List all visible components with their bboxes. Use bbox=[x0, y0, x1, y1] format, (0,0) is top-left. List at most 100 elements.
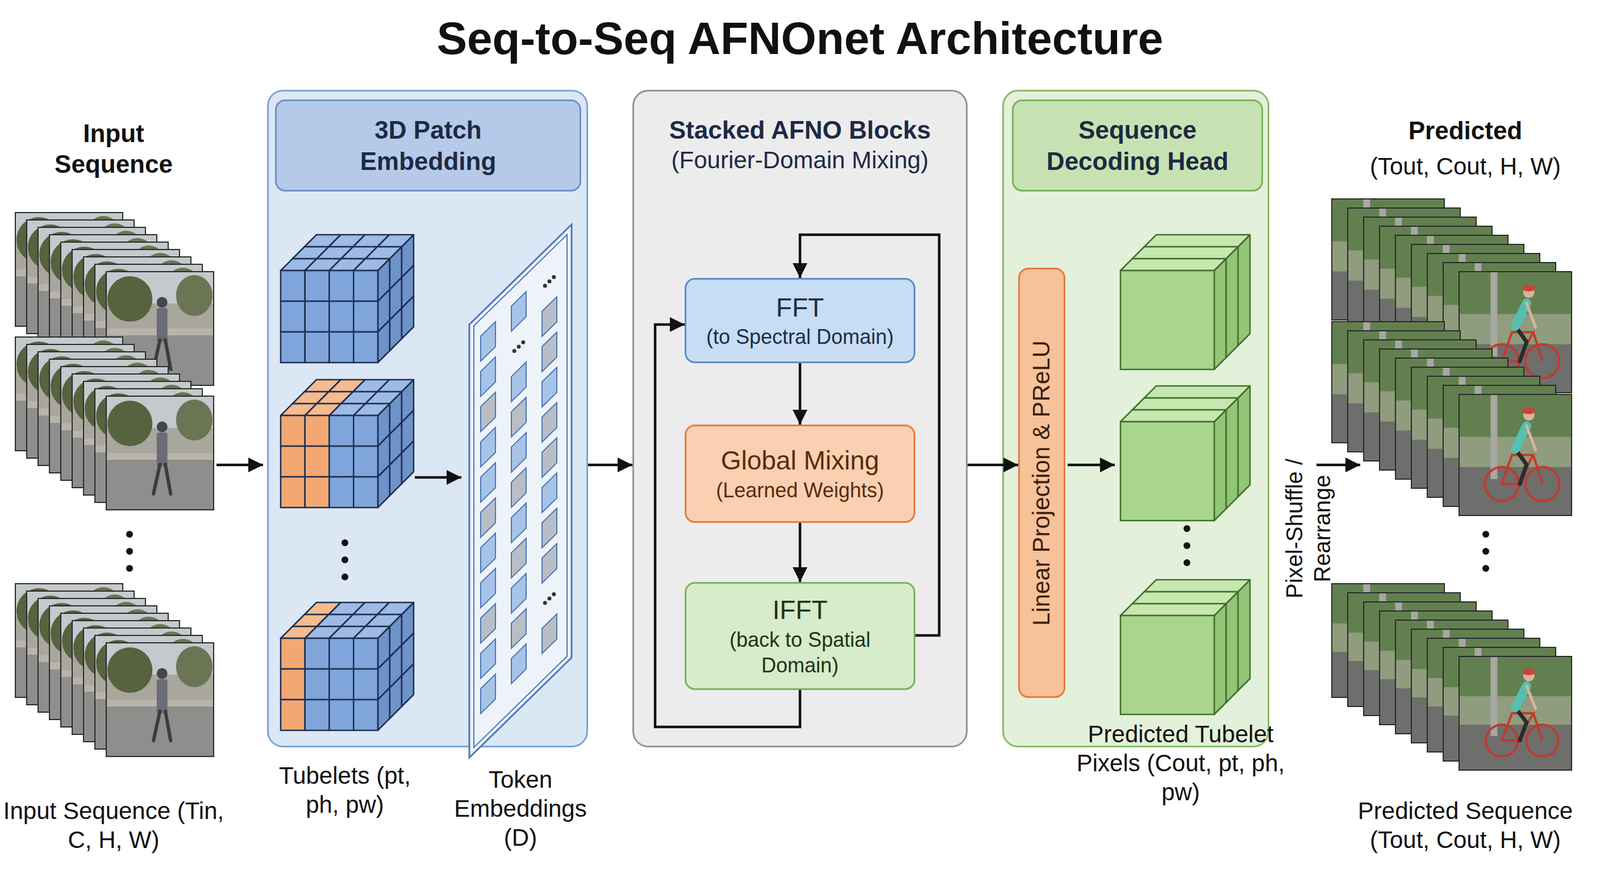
bicycle-wheel bbox=[1373, 280, 1408, 315]
bicycle-wheel bbox=[1478, 697, 1511, 729]
frame-border bbox=[1379, 610, 1493, 725]
frame-road bbox=[1427, 448, 1540, 498]
frame-sky bbox=[38, 227, 146, 341]
frame-sky bbox=[83, 627, 191, 742]
frame-buildings bbox=[83, 288, 191, 316]
node-heading: Sequence Decoding Head bbox=[1036, 114, 1239, 177]
frame-border bbox=[1347, 330, 1461, 452]
bicycle-wheel bbox=[1405, 298, 1440, 333]
pedestrian-legs bbox=[107, 681, 125, 711]
cyclist-head bbox=[1411, 606, 1424, 618]
frame-tree bbox=[39, 231, 85, 278]
bicycle-wheel bbox=[1436, 439, 1472, 474]
panel-header: Stacked AFNO Blocks(Fourier-Domain Mixin… bbox=[634, 114, 966, 176]
cyclist-helmet bbox=[1490, 389, 1504, 397]
module-panel: Stacked AFNO Blocks(Fourier-Domain Mixin… bbox=[632, 89, 968, 748]
frame-background bbox=[1395, 659, 1508, 689]
frame-border bbox=[1411, 367, 1524, 489]
frame-sidewalk bbox=[60, 669, 169, 677]
cyclist-head bbox=[1396, 213, 1408, 225]
frame-border bbox=[60, 366, 169, 481]
bicycle-wheel bbox=[1494, 706, 1527, 739]
frame-background bbox=[1443, 385, 1556, 507]
frame-road bbox=[1395, 307, 1508, 357]
frame-sidewalk bbox=[26, 401, 135, 408]
frame-background bbox=[1379, 348, 1493, 470]
frame-tree bbox=[107, 230, 145, 272]
cyclist-head bbox=[1427, 615, 1440, 627]
frame-tree bbox=[85, 586, 122, 628]
pedestrian-body bbox=[100, 271, 111, 306]
pedestrian-legs bbox=[142, 703, 160, 733]
frame-border bbox=[1459, 271, 1572, 393]
pedestrian-head bbox=[145, 660, 157, 672]
pedestrian-head bbox=[156, 297, 168, 308]
cyclist-leg bbox=[1419, 652, 1432, 686]
frame-tree bbox=[96, 347, 133, 389]
frame-background bbox=[1363, 601, 1477, 716]
cyclist-arm bbox=[1510, 676, 1520, 700]
pedestrian-body bbox=[100, 395, 111, 430]
frame-tree bbox=[39, 602, 85, 649]
frame-road bbox=[94, 452, 203, 503]
frame-road bbox=[1331, 271, 1445, 320]
frame-background bbox=[1443, 262, 1556, 384]
cyclist-leg bbox=[1467, 421, 1479, 457]
bicycle-frame bbox=[1422, 409, 1463, 439]
frame-sky bbox=[94, 264, 203, 378]
frame-border bbox=[15, 583, 123, 698]
cyclist-leg bbox=[1388, 253, 1400, 289]
cyclist-leg bbox=[1403, 643, 1416, 677]
cyclist-torso bbox=[1515, 302, 1527, 326]
pedestrian-body bbox=[77, 627, 89, 662]
bicycle-wheel bbox=[1461, 430, 1497, 465]
frame-background bbox=[1331, 583, 1445, 698]
cyclist-torso bbox=[1467, 658, 1479, 681]
frame-sidewalk bbox=[15, 393, 123, 401]
cyclist-leg bbox=[1403, 262, 1416, 298]
frame-background bbox=[1347, 632, 1461, 661]
diagram-title: Seq-to-Seq AFNOnet Architecture bbox=[436, 12, 1164, 65]
frame-background bbox=[1347, 250, 1461, 281]
pedestrian-legs bbox=[62, 405, 80, 435]
bicycle-wheel bbox=[1374, 660, 1407, 693]
frame-road bbox=[94, 327, 203, 378]
cyclist-torso bbox=[1435, 257, 1448, 281]
cyclist-helmet bbox=[1522, 407, 1536, 415]
cyclist-leg bbox=[1419, 394, 1432, 430]
pedestrian-body bbox=[134, 417, 145, 452]
pedestrian-body bbox=[111, 402, 123, 437]
cyclist-head bbox=[1443, 624, 1456, 636]
pedestrian-head bbox=[134, 653, 145, 665]
frame-stack bbox=[15, 212, 214, 386]
frame-border bbox=[26, 219, 135, 334]
frame-background bbox=[1363, 382, 1477, 413]
cyclist-helmet bbox=[1458, 631, 1472, 639]
cyclist-arm bbox=[1478, 275, 1489, 300]
frame-tree bbox=[119, 362, 156, 404]
frame-pole bbox=[1458, 253, 1466, 339]
frame-road bbox=[1443, 457, 1556, 507]
frame-background bbox=[1427, 418, 1540, 449]
frame-pole bbox=[1394, 217, 1402, 302]
pedestrian-head bbox=[156, 668, 168, 679]
pedestrian-legs bbox=[119, 688, 137, 719]
pedestrian-head bbox=[145, 289, 157, 301]
operation-label: Pixel-Shuffle / Rearrange bbox=[1280, 434, 1337, 623]
frame-tree bbox=[73, 378, 119, 424]
frame-road bbox=[94, 698, 203, 749]
frame-road bbox=[106, 335, 214, 386]
frame-sidewalk bbox=[49, 291, 157, 299]
frame-tree bbox=[61, 371, 107, 417]
cyclist-leg bbox=[1467, 680, 1479, 714]
frame-road bbox=[72, 437, 180, 488]
frame-road bbox=[83, 444, 191, 495]
cyclist-head bbox=[1507, 400, 1519, 412]
cyclist-head bbox=[1523, 669, 1535, 682]
frame-border bbox=[72, 620, 180, 735]
frame-background bbox=[1459, 696, 1572, 725]
bicycle-wheel bbox=[1468, 457, 1503, 493]
bicycle-wheel bbox=[1430, 289, 1465, 324]
frame-border bbox=[94, 635, 203, 749]
frame-sidewalk bbox=[38, 655, 146, 662]
